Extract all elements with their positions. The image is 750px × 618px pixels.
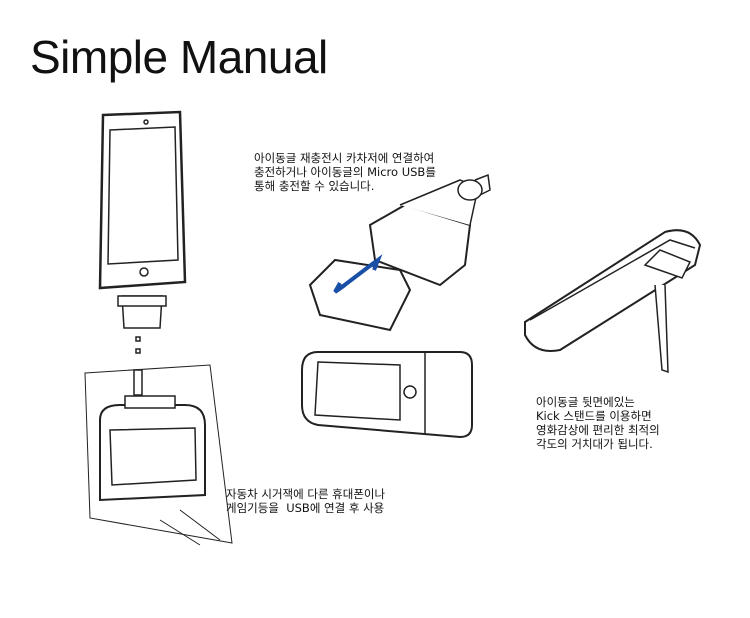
charging-note: 아이동글 재충전시 카차저에 연결하여 충전하거나 아이동글의 Micro US… [254, 151, 436, 193]
dongle-charger-illustration [308, 173, 491, 332]
car-usb-note: 자동차 시거잭에 다른 휴대폰이나 게임기등을 USB에 연결 후 사용 [226, 487, 386, 515]
kickstand-illustration [524, 229, 702, 374]
kickstand-note: 아이동글 뒷면에있는 Kick 스탠드를 이용하면 영화감상에 편리한 최적의 … [536, 395, 660, 451]
tablet-illustration [98, 110, 187, 396]
car-mount-illustration [84, 364, 233, 546]
page-title: Simple Manual [30, 31, 328, 83]
phone-dongle-illustration [301, 351, 473, 439]
